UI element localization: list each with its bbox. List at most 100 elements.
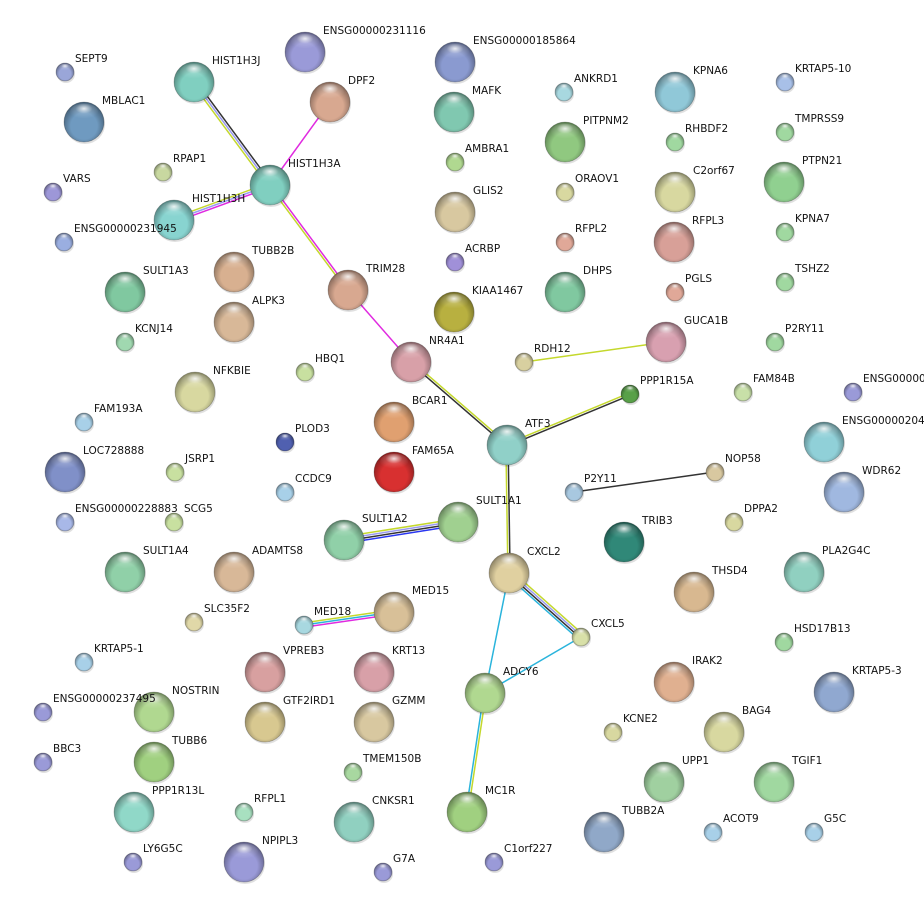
- node-fam65a[interactable]: [373, 451, 415, 494]
- node-hsd17b13[interactable]: [774, 632, 794, 653]
- edge-hist1h3j-hist1h3a[interactable]: [191, 80, 273, 187]
- edge-cxcl2-adcy6[interactable]: [484, 572, 510, 694]
- node-mc1r[interactable]: [446, 791, 488, 834]
- node-kiaa1467[interactable]: [433, 291, 475, 334]
- node-rpap1[interactable]: [153, 162, 173, 183]
- node-ambra1[interactable]: [445, 152, 465, 173]
- node-wdr62[interactable]: [823, 471, 865, 514]
- node-mblac1[interactable]: [63, 101, 105, 144]
- node-med18[interactable]: [294, 615, 314, 636]
- node-mafk[interactable]: [433, 91, 475, 134]
- node-sult1a2[interactable]: [323, 519, 365, 562]
- node-bcar1[interactable]: [373, 401, 415, 444]
- node-adamts8[interactable]: [213, 551, 255, 594]
- node-nfkbie[interactable]: [174, 371, 216, 414]
- node-ppp1r15a[interactable]: [620, 384, 640, 405]
- edge-p2y11-nop58[interactable]: [573, 471, 716, 493]
- node-tgif1[interactable]: [753, 761, 795, 804]
- node-ensg000002043[interactable]: [803, 421, 845, 464]
- node-atf3[interactable]: [486, 424, 528, 467]
- node-hist1h3h[interactable]: [153, 199, 195, 242]
- node-krtap5-3[interactable]: [813, 671, 855, 714]
- node-kcne2[interactable]: [603, 722, 623, 743]
- node-ensg00000[interactable]: [843, 382, 863, 403]
- node-p2ry11[interactable]: [765, 332, 785, 353]
- node-slc35f2[interactable]: [184, 612, 204, 633]
- node-upp1[interactable]: [643, 761, 685, 804]
- edge-atf3-ppp1r15a[interactable]: [506, 392, 631, 447]
- node-ppp1r13l[interactable]: [113, 791, 155, 834]
- node-sult1a3[interactable]: [104, 271, 146, 314]
- node-acot9[interactable]: [703, 822, 723, 843]
- node-oraov1[interactable]: [555, 182, 575, 203]
- node-bag4[interactable]: [703, 711, 745, 754]
- edge-atf3-cxcl2[interactable]: [505, 444, 511, 574]
- node-gzmm[interactable]: [353, 701, 395, 744]
- node-kpna6[interactable]: [654, 71, 696, 114]
- node-hbq1[interactable]: [295, 362, 315, 383]
- node-rdh12[interactable]: [514, 352, 534, 373]
- node-med15[interactable]: [373, 591, 415, 634]
- node-kcnj14[interactable]: [115, 332, 135, 353]
- node-krtap5-10[interactable]: [775, 72, 795, 93]
- node-npipl3[interactable]: [223, 841, 265, 884]
- node-kpna7[interactable]: [775, 222, 795, 243]
- node-cxcl5[interactable]: [571, 627, 591, 648]
- node-ensg00000231116[interactable]: [284, 31, 326, 74]
- node-scg5[interactable]: [164, 512, 184, 533]
- node-ensg00000228883[interactable]: [55, 512, 75, 533]
- node-c1orf227[interactable]: [484, 852, 504, 873]
- node-p2y11[interactable]: [564, 482, 584, 503]
- node-dhps[interactable]: [544, 271, 586, 314]
- node-irak2[interactable]: [653, 661, 695, 704]
- node-sult1a1[interactable]: [437, 501, 479, 544]
- node-cxcl2[interactable]: [488, 552, 530, 595]
- node-trim28[interactable]: [327, 269, 369, 312]
- node-tshz2[interactable]: [775, 272, 795, 293]
- node-acrbp[interactable]: [445, 252, 465, 273]
- node-hist1h3a[interactable]: [249, 164, 291, 207]
- node-tmprss9[interactable]: [775, 122, 795, 143]
- node-jsrp1[interactable]: [165, 462, 185, 483]
- node-vars[interactable]: [43, 182, 63, 203]
- node-fam193a[interactable]: [74, 412, 94, 433]
- node-vpreb3[interactable]: [244, 651, 286, 694]
- node-ankrd1[interactable]: [554, 82, 574, 103]
- node-plod3[interactable]: [275, 432, 295, 453]
- node-nr4a1[interactable]: [390, 341, 432, 384]
- node-hist1h3j[interactable]: [173, 61, 215, 104]
- node-dpf2[interactable]: [309, 81, 351, 124]
- node-glis2[interactable]: [434, 191, 476, 234]
- node-rfpl3[interactable]: [653, 221, 695, 264]
- node-rfpl2[interactable]: [555, 232, 575, 253]
- node-gtf2ird1[interactable]: [244, 701, 286, 744]
- edge-hist1h3a-trim28[interactable]: [268, 183, 350, 292]
- node-tubb2b[interactable]: [213, 251, 255, 294]
- node-ensg00000237495[interactable]: [33, 702, 53, 723]
- node-g7a[interactable]: [373, 862, 393, 883]
- node-g5c[interactable]: [804, 822, 824, 843]
- node-cnksr1[interactable]: [333, 801, 375, 844]
- node-alpk3[interactable]: [213, 301, 255, 344]
- node-nostrin[interactable]: [133, 691, 175, 734]
- node-pla2g4c[interactable]: [783, 551, 825, 594]
- node-tubb6[interactable]: [133, 741, 175, 784]
- node-tmem150b[interactable]: [343, 762, 363, 783]
- node-adcy6[interactable]: [464, 672, 506, 715]
- edge-adcy6-mc1r[interactable]: [465, 692, 487, 813]
- node-tubb2a[interactable]: [583, 811, 625, 854]
- node-thsd4[interactable]: [673, 571, 715, 614]
- node-ccdc9[interactable]: [275, 482, 295, 503]
- node-krt13[interactable]: [353, 651, 395, 694]
- node-pgls[interactable]: [665, 282, 685, 303]
- node-guca1b[interactable]: [645, 321, 687, 364]
- node-loc728888[interactable]: [44, 451, 86, 494]
- edge-rdh12-guca1b[interactable]: [523, 341, 667, 363]
- node-ensg00000185864[interactable]: [434, 41, 476, 84]
- node-ly6g5c[interactable]: [123, 852, 143, 873]
- node-rfpl1[interactable]: [234, 802, 254, 823]
- node-c2orf67[interactable]: [654, 171, 696, 214]
- node-sept9[interactable]: [55, 62, 75, 83]
- node-pitpnm2[interactable]: [544, 121, 586, 164]
- node-ptpn21[interactable]: [763, 161, 805, 204]
